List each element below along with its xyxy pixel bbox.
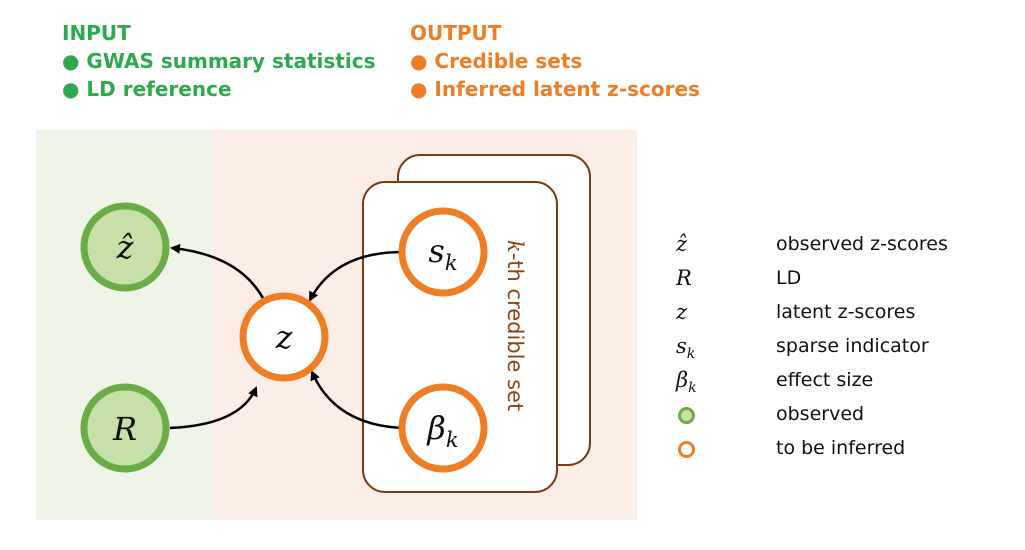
- node-z-label: z: [275, 318, 294, 356]
- legend-symbol-s-sub: k: [686, 346, 696, 363]
- output-item-credible-sets: Credible sets: [410, 47, 700, 75]
- edge-s-to-z: [308, 250, 404, 302]
- legend-desc-z: latent z-scores: [776, 301, 916, 323]
- node-beta-sub: k: [446, 428, 459, 452]
- legend-symbol-beta-k: βk: [676, 368, 746, 400]
- legend-desc-inferred: to be inferred: [776, 437, 906, 459]
- node-z: [239, 292, 329, 382]
- inferred-circle-icon: [678, 441, 695, 458]
- node-beta-base: β: [426, 409, 446, 447]
- legend-desc-zhat: observed z-scores: [776, 233, 948, 255]
- legend-desc-R: LD: [776, 267, 802, 289]
- node-s-sub: k: [445, 251, 458, 275]
- legend-symbol-s-base: s: [676, 334, 687, 358]
- node-R-label: R: [112, 410, 137, 448]
- legend-symbol-beta-base: β: [676, 368, 689, 392]
- node-R: [80, 383, 170, 473]
- legend-symbol-beta-sub: k: [688, 380, 697, 397]
- node-zhat-label: ẑ: [116, 228, 135, 266]
- observed-circle-icon: [678, 407, 695, 424]
- node-s-k-label: sk: [428, 232, 457, 275]
- legend-symbol-R: R: [676, 266, 692, 290]
- node-s-base: s: [428, 232, 444, 270]
- output-title: OUTPUT: [410, 21, 502, 45]
- input-section: INPUT GWAS summary statistics LD referen…: [62, 19, 375, 103]
- node-beta-k: [398, 383, 488, 473]
- legend-symbol-s-k: sk: [676, 334, 746, 366]
- input-title: INPUT: [62, 21, 131, 45]
- output-section: OUTPUT Credible sets Inferred latent z-s…: [410, 19, 700, 103]
- plate-label-k: k: [503, 240, 527, 253]
- input-item-gwas: GWAS summary statistics: [62, 47, 375, 75]
- node-s-k: [398, 207, 488, 297]
- plate-label: k-th credible set: [503, 240, 527, 411]
- edge-beta-to-z: [310, 370, 404, 430]
- node-beta-k-label: βk: [426, 409, 458, 452]
- legend-desc-observed: observed: [776, 403, 865, 425]
- input-item-ld: LD reference: [62, 75, 375, 103]
- legend-desc-s-k: sparse indicator: [776, 335, 929, 357]
- legend-desc-beta-k: effect size: [776, 369, 874, 391]
- output-item-latent-z: Inferred latent z-scores: [410, 75, 700, 103]
- edge-z-to-zhat: [170, 243, 266, 301]
- legend-symbol-zhat: ẑ: [676, 232, 688, 256]
- edge-R-to-z: [169, 386, 258, 430]
- legend-symbol-z: z: [676, 300, 688, 324]
- node-zhat: [80, 202, 170, 292]
- plate-label-rest: -th credible set: [503, 253, 527, 411]
